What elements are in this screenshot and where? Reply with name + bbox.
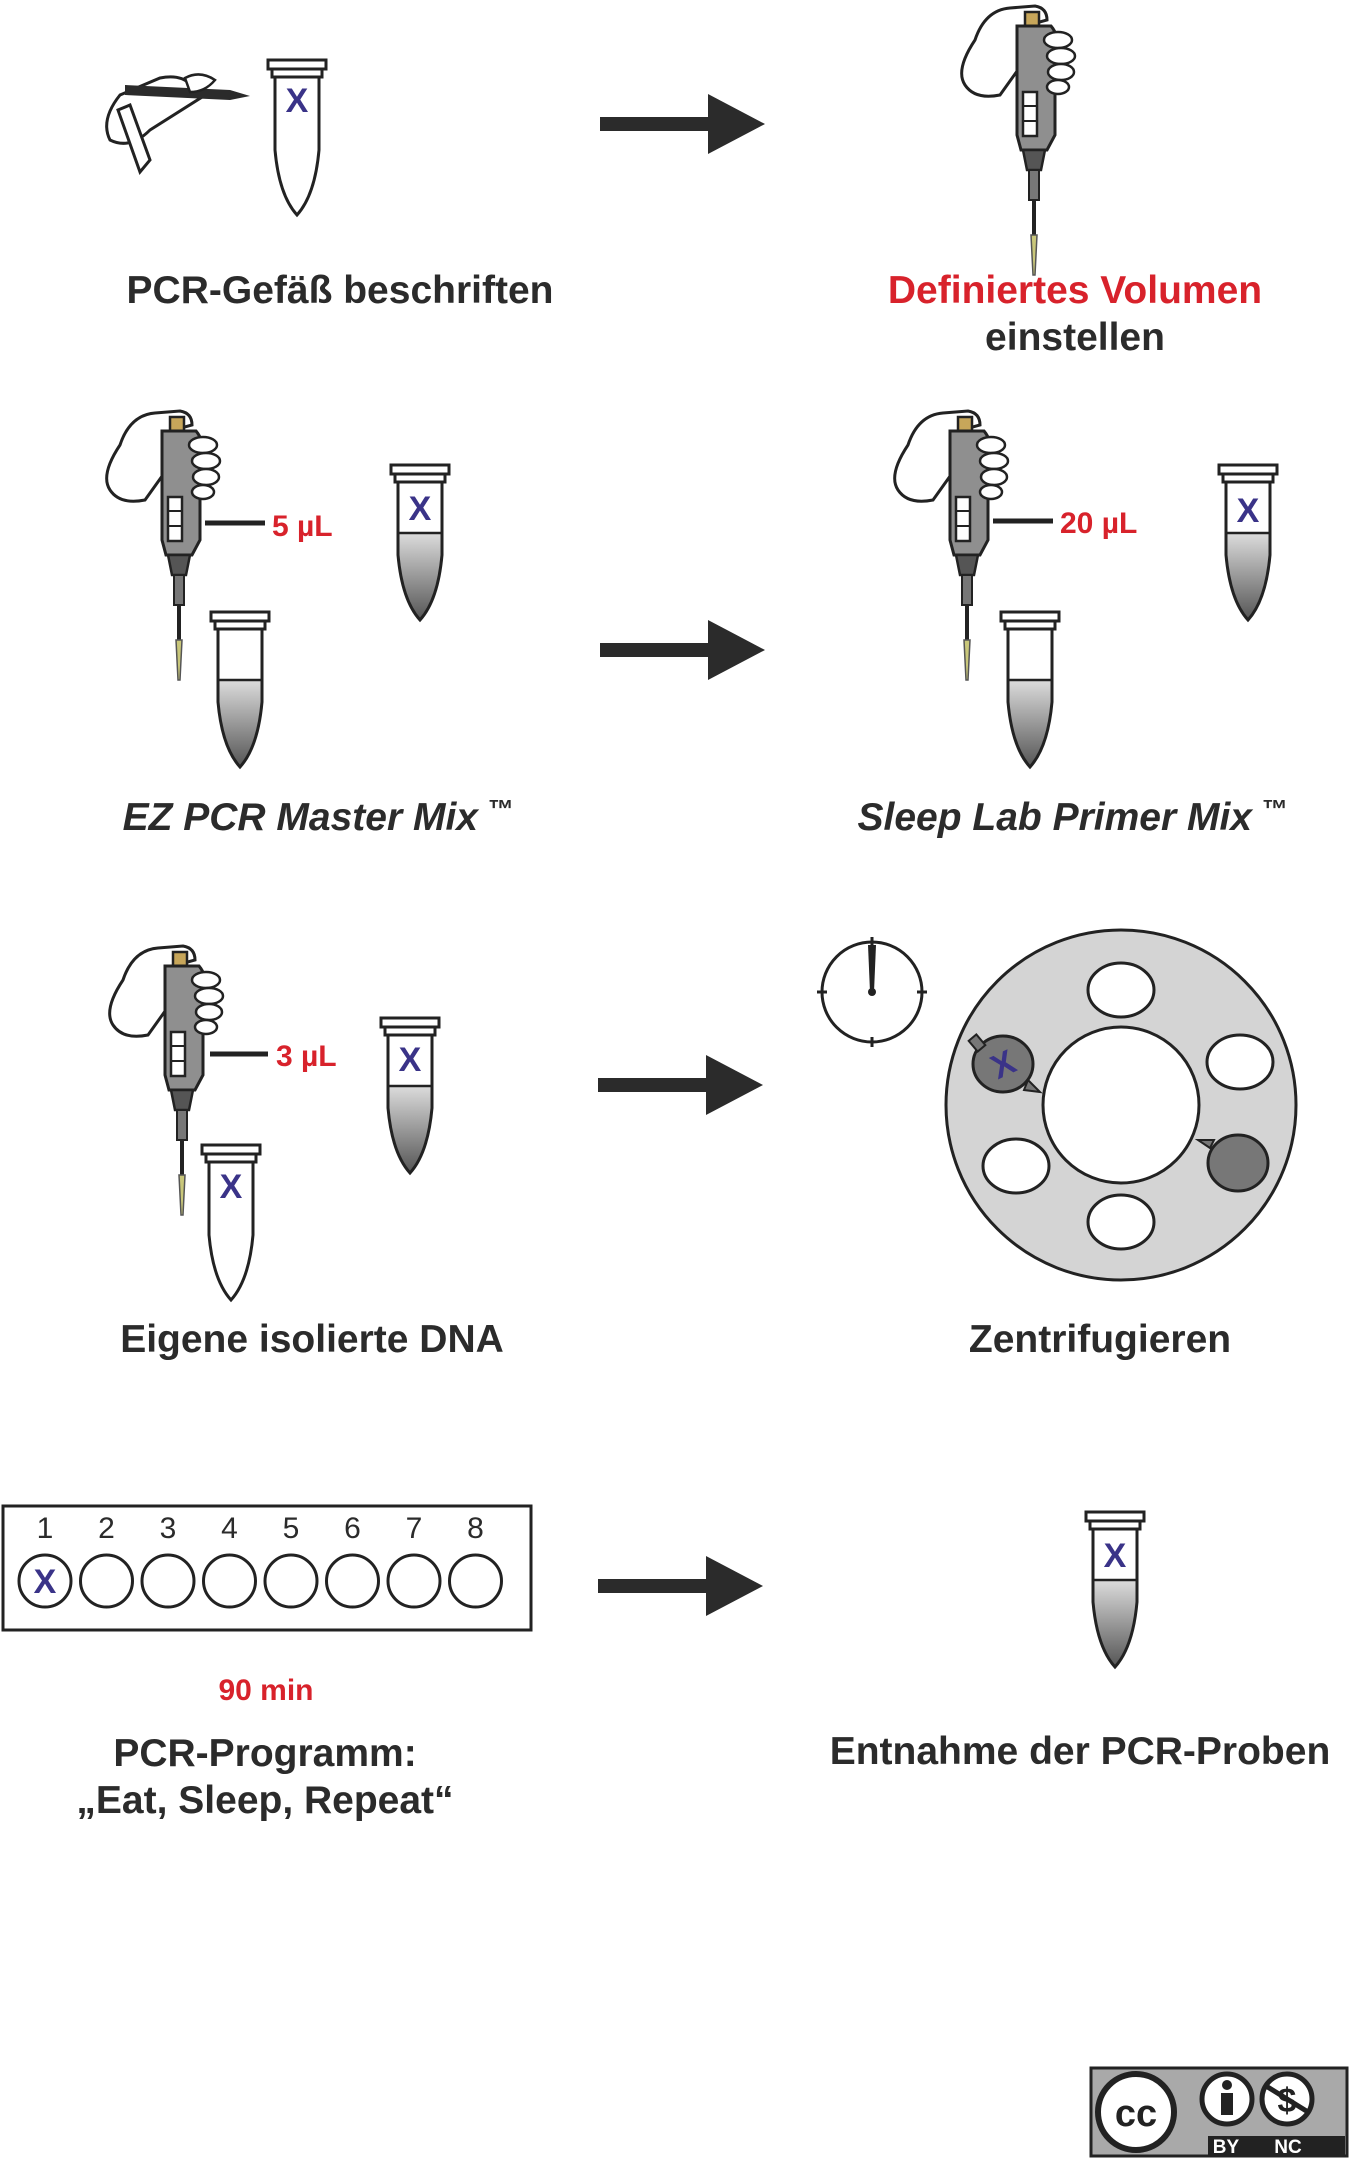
tube-mark: X <box>409 490 432 528</box>
pcr-tube-icon <box>1084 1510 1146 1669</box>
pcr-tube-icon <box>1217 463 1279 622</box>
caption-dna: Eigene isolierte DNA <box>120 1318 504 1361</box>
well-number: 5 <box>283 1512 300 1545</box>
pipette-icon <box>107 944 225 1217</box>
arrow-icon <box>598 1556 763 1616</box>
tube-mark: X <box>1237 492 1260 530</box>
caption-centrifuge: Zentrifugieren <box>969 1318 1231 1361</box>
arrow-icon <box>600 94 765 154</box>
volume-label: 3 µL <box>276 1040 337 1073</box>
pcr-well <box>17 1553 73 1609</box>
well-number: 2 <box>98 1512 115 1545</box>
pcr-well <box>386 1553 442 1609</box>
caption-remove-samples: Entnahme der PCR-Proben <box>830 1730 1331 1773</box>
tube-mark: X <box>1104 1537 1127 1575</box>
well-number: 3 <box>160 1512 177 1545</box>
svg-text:cc: cc <box>1115 2093 1157 2135</box>
pcr-well <box>448 1553 503 1609</box>
well-number: 6 <box>344 1512 361 1545</box>
trademark-symbol: ™ <box>1262 794 1288 824</box>
trademark-symbol: ™ <box>488 794 514 824</box>
license-nc-label: NC <box>1274 2137 1302 2158</box>
attribution-person-icon <box>1199 2071 1255 2127</box>
step-label-tube: X PCR-Gefäß beschriften <box>105 58 554 312</box>
well-number: 7 <box>406 1512 423 1545</box>
tube-mark: X <box>220 1168 243 1206</box>
volume-label: 5 µL <box>272 510 333 543</box>
pcr-well <box>325 1553 380 1609</box>
license-by-label: BY <box>1213 2137 1240 2158</box>
pipette-icon <box>104 409 222 682</box>
well-number: 1 <box>37 1512 54 1545</box>
caption-set-volume-highlight: Definiertes Volumen <box>888 269 1262 312</box>
caption-set-volume-rest: einstellen <box>985 316 1165 359</box>
pcr-well <box>140 1553 196 1609</box>
tube-mark: X <box>399 1041 422 1079</box>
pcr-well <box>263 1553 319 1609</box>
caption-label-tube: PCR-Gefäß beschriften <box>127 269 554 312</box>
primer-mix-tube-icon <box>999 610 1061 769</box>
pcr-well <box>202 1553 257 1609</box>
step-primer-mix: 20 µL X Sleep Lab Primer Mix ™ <box>858 409 1288 839</box>
volume-label: 20 µL <box>1060 507 1137 540</box>
noncommercial-dollar-icon: $ <box>1259 2071 1315 2127</box>
caption-primer-mix: Sleep Lab Primer Mix <box>858 796 1254 839</box>
pcr-tube-icon <box>389 463 451 622</box>
pcr-well <box>79 1553 134 1609</box>
pcr-well-strip: 1X 2 3 4 5 6 7 8 <box>17 1512 503 1609</box>
step-set-volume: Definiertes Volumen einstellen <box>888 4 1262 359</box>
caption-pcr-program-line1: PCR-Programm: <box>113 1732 416 1775</box>
step-pcr-program: 1X 2 3 4 5 6 7 8 90 min PCR-Programm: „Eat, Sle… <box>1 1504 533 1822</box>
well-mark: X <box>34 1563 57 1601</box>
cc-logo-icon: cc <box>1095 2071 1177 2153</box>
arrow-icon <box>598 1055 763 1115</box>
caption-master-mix: EZ PCR Master Mix <box>123 796 480 839</box>
arrow-icon <box>600 620 765 680</box>
tube-mark: X <box>286 82 309 120</box>
writing-hand-icon <box>105 73 250 175</box>
step-master-mix: 5 µL X EZ PCR Master Mix ™ <box>104 409 514 839</box>
pipette-icon <box>959 4 1077 277</box>
well-number: 4 <box>221 1512 238 1545</box>
step-centrifuge: X Zentrifugieren <box>817 928 1298 1361</box>
cc-by-nc-license-badge: cc $ BY NC <box>1089 2066 1349 2158</box>
step-remove-samples: X Entnahme der PCR-Proben <box>830 1510 1331 1773</box>
well-number: 8 <box>467 1512 484 1545</box>
pipette-icon <box>892 409 1010 682</box>
timer-icon <box>817 937 927 1047</box>
step-dna: 3 µL X X Eigene isolierte DNA <box>107 944 504 1361</box>
caption-pcr-program-line2: „Eat, Sleep, Repeat“ <box>76 1779 453 1822</box>
duration-label: 90 min <box>218 1674 313 1707</box>
centrifuge-rotor-icon <box>944 928 1298 1282</box>
master-mix-tube-icon <box>209 610 271 769</box>
